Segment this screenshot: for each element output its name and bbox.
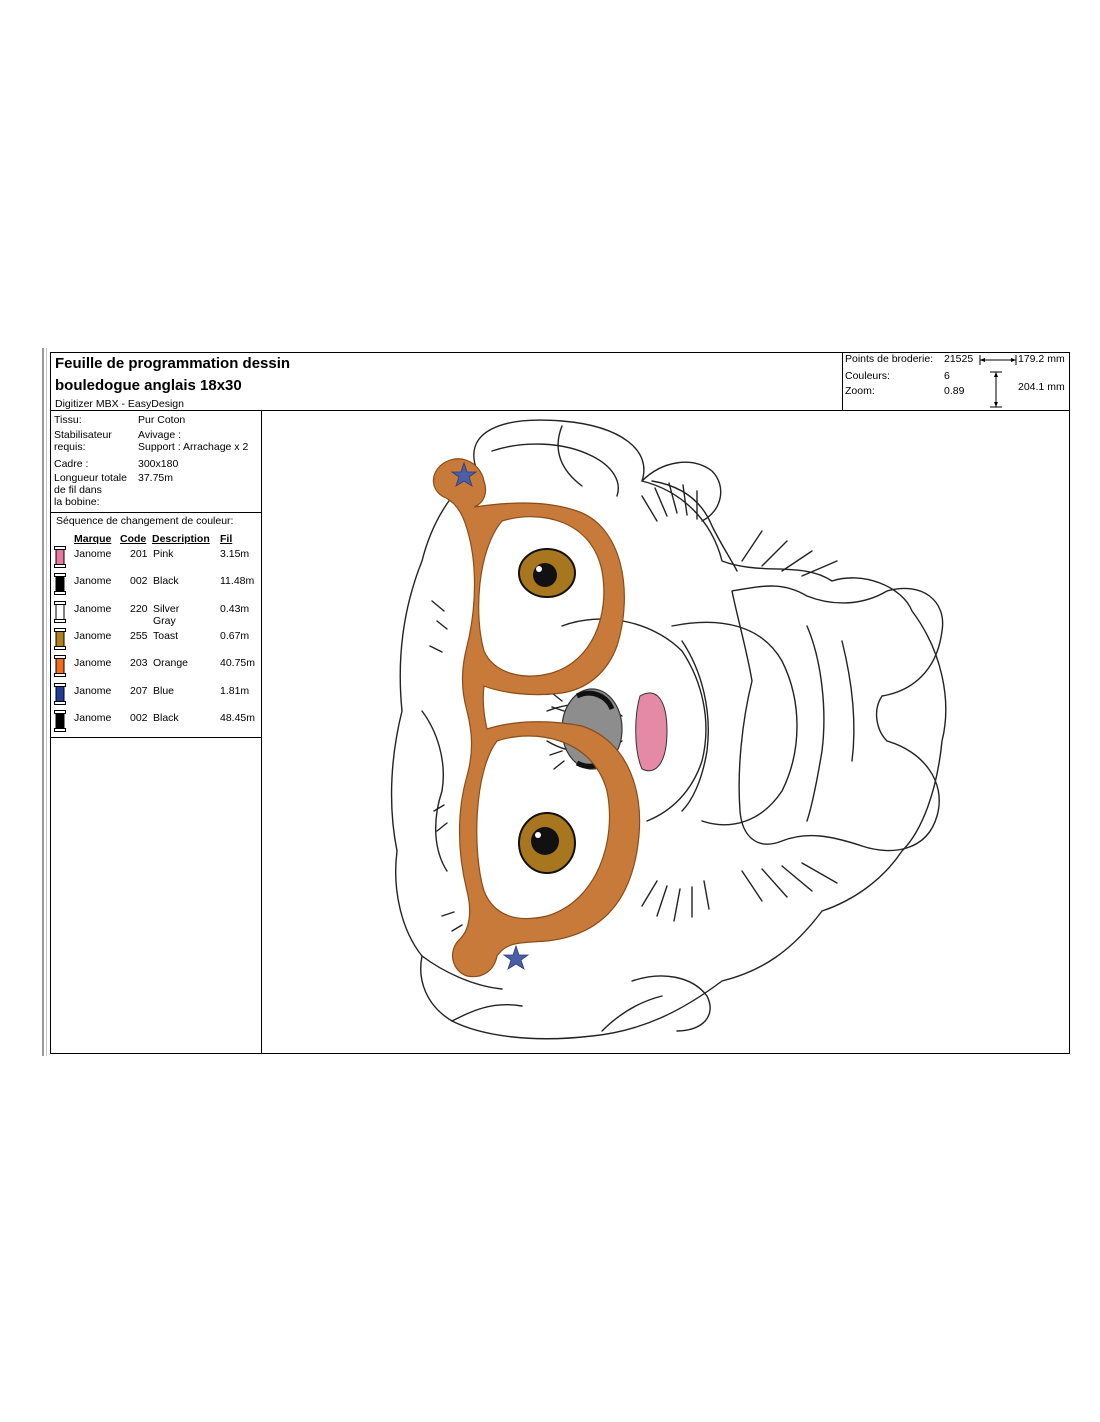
embroidery-design-image (390, 419, 947, 1040)
sequence-code: 002 (130, 711, 148, 724)
sequence-title: Séquence de changement de couleur: (56, 515, 234, 527)
sequence-brand: Janome (74, 657, 112, 670)
length-value: 37.75m (138, 472, 174, 484)
thread-spool-icon (54, 600, 66, 623)
sequence-code: 002 (130, 575, 148, 588)
sequence-fil: 0.43m (220, 602, 250, 615)
tissu-value: Pur Coton (138, 414, 186, 426)
thread-spool-icon (54, 573, 66, 596)
header-code: Code (120, 533, 147, 545)
points-label: Points de broderie: (845, 353, 934, 365)
thread-spool-icon (54, 655, 66, 678)
sequence-brand: Janome (74, 602, 112, 615)
left-margin-bar-shadow (46, 348, 47, 1056)
sequence-code: 201 (130, 548, 148, 560)
cadre-value: 300x180 (138, 458, 179, 470)
cadre-label: Cadre : (54, 458, 89, 470)
sequence-description: Black (153, 575, 179, 588)
sequence-code: 207 (130, 684, 148, 697)
stab-label-2: requis: (54, 441, 86, 453)
width-value: 179.2 mm (1018, 353, 1065, 365)
left-margin-bar (42, 348, 44, 1056)
header-fil: Fil (220, 533, 233, 545)
sequence-code: 220 (130, 602, 148, 615)
zoom-value: 0.89 (944, 385, 965, 397)
header-description: Description (152, 533, 210, 545)
sequence-description: Silver Gray (153, 602, 180, 627)
thread-spool-icon (54, 682, 66, 705)
sequence-code: 203 (130, 657, 148, 670)
sequence-description: Black (153, 711, 179, 724)
sequence-description: Pink (153, 548, 174, 560)
header-divider (50, 410, 1070, 411)
sequence-description: Blue (153, 684, 175, 697)
sidebar-divider (261, 410, 262, 1054)
thread-spool-icon (54, 627, 66, 650)
sequence-description: Toast (153, 629, 179, 642)
worksheet-frame (50, 352, 1070, 1054)
points-value: 21525 (944, 353, 974, 365)
sequence-fil: 11.48m (220, 575, 255, 588)
stats-divider (842, 352, 843, 410)
stab-value-1: Avivage : (138, 429, 181, 441)
title-line-1: Feuille de programmation dessin (55, 355, 291, 372)
stab-value-2: Support : Arrachage x 2 (138, 441, 249, 453)
length-label-1: Longueur totale (54, 472, 127, 484)
sequence-fil: 48.45m (220, 711, 256, 724)
colors-label: Couleurs: (845, 370, 890, 382)
software-label: Digitizer MBX - EasyDesign (55, 398, 184, 410)
sequence-fil: 0.67m (220, 629, 250, 642)
sequence-fil: 3.15m (220, 548, 250, 560)
length-label-2: de fil dans (54, 484, 102, 496)
sequence-brand: Janome (74, 548, 112, 560)
info-divider (50, 512, 262, 513)
thread-spool-icon (54, 709, 66, 732)
sequence-brand: Janome (74, 629, 112, 642)
sequence-brand: Janome (74, 711, 112, 724)
header-brand: Marque (74, 533, 112, 545)
stab-label-1: Stabilisateur (54, 429, 112, 441)
sequence-code: 255 (130, 629, 148, 642)
colors-value: 6 (944, 370, 950, 382)
tissu-label: Tissu: (54, 414, 82, 426)
sequence-divider (50, 737, 262, 738)
length-label-3: la bobine: (54, 496, 100, 508)
sequence-description: Orange (153, 657, 189, 670)
sequence-fil: 1.81m (220, 684, 250, 697)
sequence-fil: 40.75m (220, 657, 256, 670)
height-value: 204.1 mm (1018, 381, 1065, 393)
zoom-label: Zoom: (845, 385, 875, 397)
dimension-arrows-icon (979, 355, 1017, 408)
sequence-brand: Janome (74, 684, 112, 697)
title-line-2: bouledogue anglais 18x30 (55, 377, 242, 394)
thread-spool-icon (54, 546, 66, 568)
sequence-brand: Janome (74, 575, 112, 588)
